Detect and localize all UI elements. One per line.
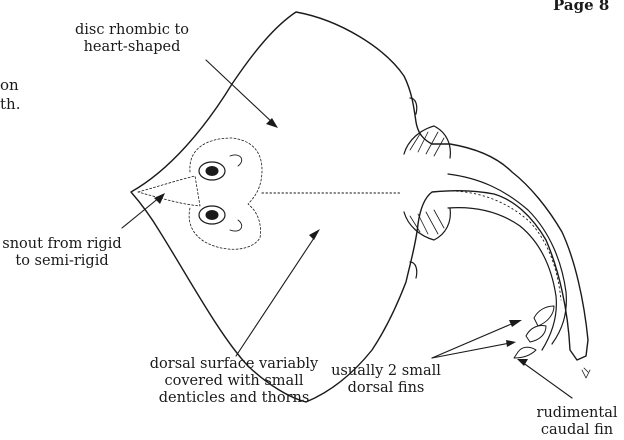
label-caudal-fin: rudimental caudal fin [530, 405, 624, 439]
label-dorsal-surface: dorsal surface variably covered with sma… [142, 356, 326, 407]
pelvic-fin-upper [404, 126, 450, 158]
pelvic-fin-rays [410, 132, 444, 234]
label-disc-shape-line-2: heart-shaped [58, 39, 206, 56]
label-disc-shape: disc rhombic to heart-shaped [58, 22, 206, 56]
pointer-dorsal-fin-1 [432, 322, 516, 358]
dorsal-fin-2 [526, 325, 546, 342]
label-disc-shape-line-1: disc rhombic to [58, 22, 206, 39]
caudal-fin [514, 347, 536, 358]
tail-lower-edge [448, 208, 556, 350]
label-snout-line-1: snout from rigid [0, 236, 124, 253]
arrow-heads [154, 118, 528, 366]
pointer-caudal-fin [522, 362, 572, 398]
disc-outline [131, 12, 588, 402]
spiracle-upper [230, 155, 242, 166]
pointer-dorsal-surface [236, 235, 316, 356]
dorsal-fin-1 [534, 306, 554, 326]
label-dorsal-surface-line-1: dorsal surface variably [142, 356, 326, 373]
label-dorsal-surface-line-2: covered with small [142, 373, 326, 390]
tail-spine-row [452, 191, 561, 300]
pointer-lines [122, 60, 572, 398]
snout-cartilage [138, 176, 200, 206]
label-snout-line-2: to semi-rigid [0, 253, 124, 270]
label-snout: snout from rigid to semi-rigid [0, 236, 124, 270]
label-dorsal-fins: usually 2 small dorsal fins [320, 363, 452, 397]
label-dorsal-surface-line-3: denticles and thorns [142, 390, 326, 407]
pointer-disc [206, 60, 274, 124]
spiracle-lower [230, 220, 242, 231]
label-caudal-fin-line-2: caudal fin [530, 422, 624, 439]
pelvic-fin-lower [404, 208, 450, 240]
head-region-outline [189, 138, 262, 249]
pelvic-lobe-lower [410, 262, 417, 278]
label-caudal-fin-line-1: rudimental [530, 405, 624, 422]
label-dorsal-fins-line-2: dorsal fins [320, 380, 452, 397]
label-dorsal-fins-line-1: usually 2 small [320, 363, 452, 380]
artist-signature [582, 368, 590, 378]
pointer-dorsal-fin-2 [432, 343, 510, 358]
